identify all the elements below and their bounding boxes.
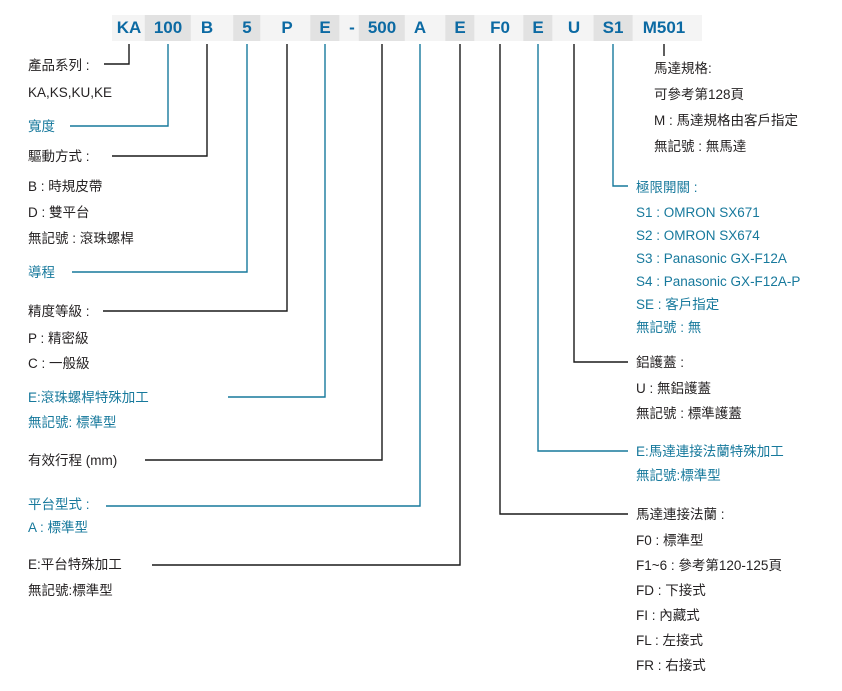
label-limit-switch-title: 極限開關 : [636,180,698,195]
connector-limit-switch [612,44,628,187]
label-flange-fd: FD : 下接式 [636,583,706,598]
label-flange-fi: FI : 內藏式 [636,608,700,623]
label-drive-title: 驅動方式 : [28,149,90,164]
label-width-title: 寬度 [28,119,55,134]
label-flange-fl: FL : 左接式 [636,633,704,648]
code-token-dash: - [349,18,355,37]
label-screw-special-none: 無記號: 標準型 [28,415,117,430]
code-token-cover: U [567,18,581,37]
code-token-limit-switch: S1 [593,15,633,41]
connector-flange-special [537,44,628,452]
label-motor-spec-none: 無記號 : 無馬達 [654,139,747,154]
label-cover-standard: 無記號 : 標準護蓋 [636,406,742,421]
connector-drive [112,44,208,157]
label-limit-switch-none: 無記號 : 無 [636,320,702,335]
connector-table-type [106,44,421,507]
label-stroke-title: 有效行程 (mm) [28,453,118,468]
label-flange-f0: F0 : 標準型 [636,533,704,548]
label-flange-title: 馬達連接法蘭 : [636,507,725,522]
label-limit-switch-s2: S2 : OMRON SX674 [636,228,760,243]
label-limit-switch-s1: S1 : OMRON SX671 [636,205,760,220]
connector-flange [499,44,628,515]
label-limit-switch-s3: S3 : Panasonic GX-F12A [636,251,787,266]
connector-stroke [145,44,383,461]
label-product-series-title: 產品系列 : [28,58,90,73]
code-token-screw-special: E [310,15,340,41]
label-table-type-standard: A : 標準型 [28,520,89,535]
label-lead-title: 導程 [28,265,55,280]
label-accuracy-title: 精度等級 : [28,304,90,319]
label-accuracy-normal: C : 一般級 [28,356,90,371]
label-screw-special-title: E:滾珠螺桿特殊加工 [28,390,149,405]
label-limit-switch-se: SE : 客戶指定 [636,297,720,312]
code-token-table-special: E [445,15,475,41]
code-token-motor: M501 [642,18,686,37]
code-token-flange: F0 [490,18,510,37]
connector-accuracy [103,44,288,312]
code-token-stroke: 500 [358,15,406,41]
label-motor-spec-page: 可參考第128頁 [654,87,745,102]
label-drive-ballscrew: 無記號 : 滾珠螺桿 [28,231,134,246]
code-token-width: 100 [144,15,192,41]
label-motor-spec-custom: M : 馬達規格由客戶指定 [654,113,798,128]
label-flange-special-title: E:馬達連接法蘭特殊加工 [636,444,784,459]
label-table-special-title: E:平台特殊加工 [28,557,122,572]
label-product-series-values: KA,KS,KU,KE [28,85,113,100]
label-drive-belt: B : 時規皮帶 [28,179,103,194]
connector-cover [573,44,628,363]
connector-lead [72,44,248,273]
connector-series [104,44,130,65]
label-cover-none: U : 無鋁護蓋 [636,381,712,396]
label-motor-spec-title: 馬達規格: [654,61,712,76]
label-drive-dual-table: D : 雙平台 [28,205,90,220]
connector-table-special [152,44,461,566]
label-limit-switch-s4: S4 : Panasonic GX-F12A-P [636,274,801,289]
label-flange-special-none: 無記號:標準型 [636,468,721,483]
label-cover-title: 鋁護蓋 : [636,355,685,370]
label-flange-fr: FR : 右接式 [636,658,706,673]
code-token-series: KA [116,18,142,37]
code-token-flange-special: E [523,15,553,41]
connector-width [70,44,169,127]
label-accuracy-precision: P : 精密級 [28,331,89,346]
label-flange-f1-6: F1~6 : 參考第120-125頁 [636,558,782,573]
code-token-accuracy: P [281,18,293,37]
label-table-special-none: 無記號:標準型 [28,583,113,598]
code-token-drive: B [200,18,214,37]
code-token-table-type: A [413,18,427,37]
label-table-type-title: 平台型式 : [28,497,90,512]
code-token-lead: 5 [233,15,261,41]
connector-screw-special [228,44,326,398]
